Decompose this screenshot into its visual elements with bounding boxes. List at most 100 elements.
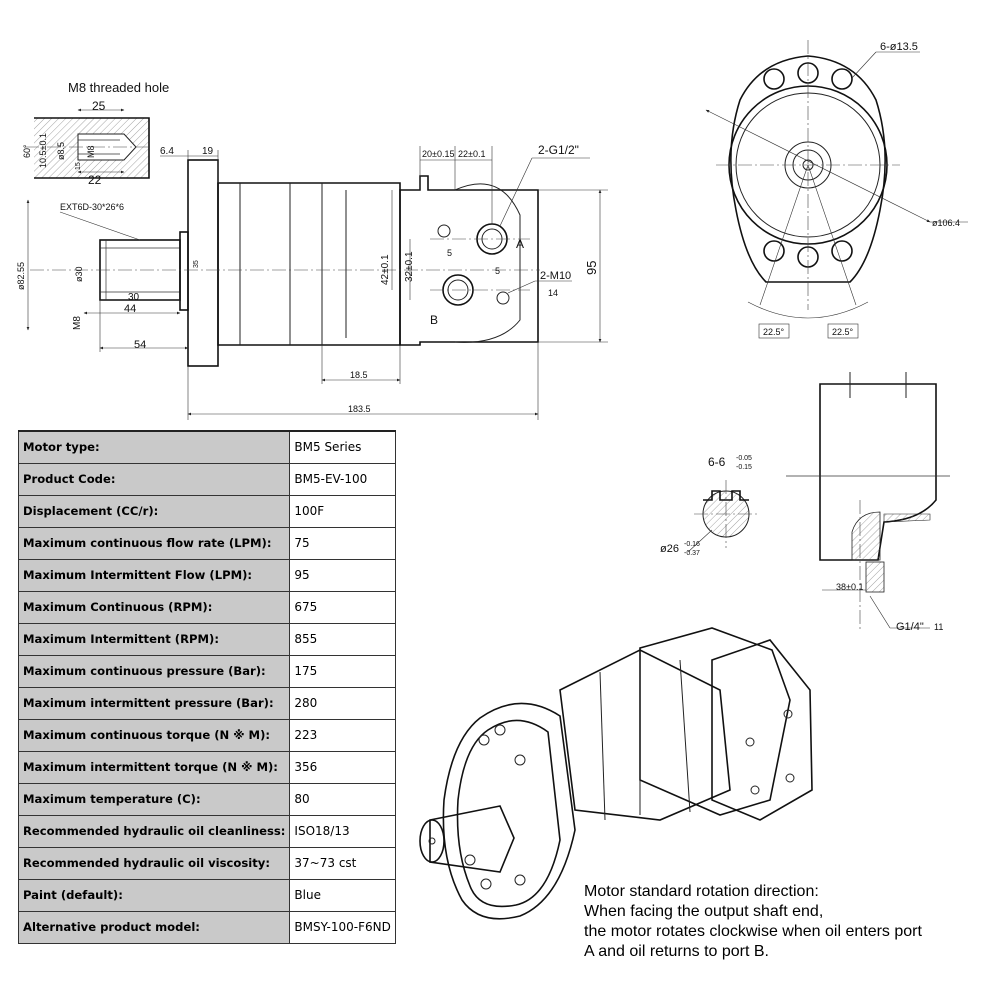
spline-width: 6-6 — [708, 455, 726, 469]
side-dim-1835: 183.5 — [348, 404, 371, 414]
drain-detail: 38±0.1 G1/4" 11 — [786, 372, 950, 633]
thread-dim-105: 10.5±0.1 — [38, 133, 48, 168]
side-dim-30: 30 — [128, 292, 140, 303]
thread-dim-60: 60° — [22, 144, 32, 158]
front-dia-1064: ø106.4 — [932, 218, 960, 228]
spec-value: 280 — [289, 686, 396, 720]
front-angle-right: 22.5° — [832, 327, 854, 337]
spec-row: Recommended hydraulic oil viscosity:37~7… — [17, 846, 396, 880]
spec-label: Product Code: — [17, 462, 291, 496]
side-dim-64: 6.4 — [160, 146, 174, 157]
spec-row: Maximum Intermittent (RPM):855 — [17, 622, 396, 656]
side-dim-pilot: ø82.55 — [16, 262, 26, 290]
spec-row: Alternative product model:BMSY-100-F6ND — [17, 910, 396, 944]
spec-label: Recommended hydraulic oil cleanliness: — [17, 814, 291, 848]
drain-port: G1/4" — [896, 621, 924, 633]
side-spline-label: EXT6D-30*26*6 — [60, 202, 124, 212]
rotation-note-line-1: Motor standard rotation direction: — [584, 883, 819, 900]
spec-row: Maximum intermittent torque (N ※ M):356 — [17, 750, 396, 784]
spec-label: Motor type: — [17, 430, 291, 464]
spec-label: Maximum Intermittent (RPM): — [17, 622, 291, 656]
front-view: ø106.4 6-ø13.5 22.5° 22.5° — [705, 40, 968, 339]
rotation-note-line-2: When facing the output shaft end, — [584, 903, 824, 920]
spec-label: Maximum intermittent torque (N ※ M): — [17, 750, 291, 784]
spline-detail: 6-6 -0.05 -0.15 ø26 -0.16 -0.37 — [660, 455, 760, 557]
spec-row: Maximum continuous flow rate (LPM):75 — [17, 526, 396, 560]
side-dim-185: 18.5 — [350, 370, 368, 380]
side-dim-54: 54 — [134, 339, 146, 351]
spec-value: 675 — [289, 590, 396, 624]
spec-value: BMSY-100-F6ND — [289, 910, 396, 944]
spline-dia-tol-bot: -0.37 — [684, 550, 700, 557]
side-dim-95: 95 — [584, 261, 599, 275]
spec-row: Maximum continuous torque (N ※ M):223 — [17, 718, 396, 752]
rotation-note-line-3: the motor rotates clockwise when oil ent… — [584, 923, 922, 940]
thread-dim-m8: M8 — [86, 145, 96, 158]
spec-label: Maximum continuous torque (N ※ M): — [17, 718, 291, 752]
spec-value: BM5-EV-100 — [289, 462, 396, 496]
spec-value: 223 — [289, 718, 396, 752]
spec-label: Maximum continuous pressure (Bar): — [17, 654, 291, 688]
spec-label: Displacement (CC/r): — [17, 494, 291, 528]
spec-value: 855 — [289, 622, 396, 656]
spec-row: Motor type:BM5 Series — [17, 430, 396, 464]
side-m10-label: 2-M10 — [540, 270, 571, 282]
spec-label: Maximum Continuous (RPM): — [17, 590, 291, 624]
spec-value: 100F — [289, 494, 396, 528]
spec-value: 95 — [289, 558, 396, 592]
spline-width-tol-top: -0.05 — [736, 455, 752, 462]
spec-value: 75 — [289, 526, 396, 560]
spec-value: ISO18/13 — [289, 814, 396, 848]
thread-dim-25: 25 — [92, 99, 106, 113]
side-dim-m8: M8 — [72, 316, 83, 330]
spline-dia-tol-top: -0.16 — [684, 541, 700, 548]
spec-label: Recommended hydraulic oil viscosity: — [17, 846, 291, 880]
thread-detail: M8 threaded hole 25 22 60° 10.5±0.1 ø8.5… — [22, 80, 169, 187]
spec-value: BM5 Series — [289, 430, 396, 464]
spec-value: 175 — [289, 654, 396, 688]
spec-label: Alternative product model: — [17, 910, 291, 944]
spline-dia: ø26 — [660, 543, 679, 555]
spec-row: Maximum intermittent pressure (Bar):280 — [17, 686, 396, 720]
thread-dim-15: 15 — [75, 162, 82, 170]
side-dim-5b: 5 — [495, 266, 500, 276]
spec-label: Maximum intermittent pressure (Bar): — [17, 686, 291, 720]
spline-width-tol-bot: -0.15 — [736, 464, 752, 471]
rotation-note: Motor standard rotation direction: When … — [584, 882, 994, 962]
side-depth-label: 14 — [548, 288, 558, 298]
motor-isometric-view — [419, 627, 813, 920]
spec-label: Maximum Intermittent Flow (LPM): — [17, 558, 291, 592]
spec-label: Maximum continuous flow rate (LPM): — [17, 526, 291, 560]
thread-detail-title: M8 threaded hole — [68, 80, 169, 95]
front-angle-left: 22.5° — [763, 327, 785, 337]
spec-value: 356 — [289, 750, 396, 784]
spec-row: Maximum Intermittent Flow (LPM):95 — [17, 558, 396, 592]
spec-label: Paint (default): — [17, 878, 291, 912]
spec-row: Paint (default):Blue — [17, 878, 396, 912]
spec-value: 80 — [289, 782, 396, 816]
rotation-note-line-4: A and oil returns to port B. — [584, 943, 769, 960]
spec-value: 37~73 cst — [289, 846, 396, 880]
spec-value: Blue — [289, 878, 396, 912]
side-g12-label: 2-G1/2" — [538, 143, 579, 157]
port-b-label: B — [430, 313, 438, 327]
spec-row: Recommended hydraulic oil cleanliness:IS… — [17, 814, 396, 848]
side-dim-5a: 5 — [447, 248, 452, 258]
spec-row: Maximum Continuous (RPM):675 — [17, 590, 396, 624]
side-dim-35: 35 — [193, 260, 200, 268]
spec-label: Maximum temperature (C): — [17, 782, 291, 816]
drain-dim-38: 38±0.1 — [836, 582, 863, 592]
side-dim-42: 42±0.1 — [380, 254, 391, 285]
side-dim-44: 44 — [124, 303, 136, 315]
side-dim-19: 19 — [202, 146, 214, 157]
side-dim-20: 20±0.15 — [422, 149, 454, 159]
spec-row: Maximum continuous pressure (Bar):175 — [17, 654, 396, 688]
drain-depth: 11 — [934, 622, 943, 632]
front-holes: 6-ø13.5 — [880, 41, 918, 53]
side-dim-shaft: ø30 — [74, 266, 84, 282]
port-a-label: A — [516, 237, 524, 251]
thread-dim-85: ø8.5 — [56, 142, 66, 160]
spec-row: Displacement (CC/r):100F — [17, 494, 396, 528]
